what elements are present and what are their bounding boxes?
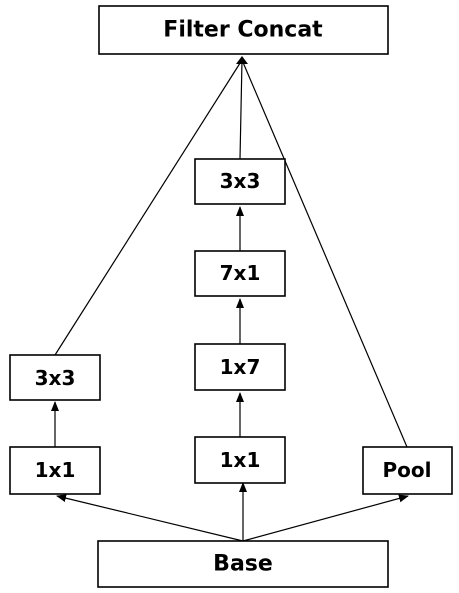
edges-layer [51, 56, 409, 542]
mid-3x3-node: 3x3 [194, 158, 286, 205]
left-1x1-node: 1x1 [9, 446, 101, 495]
mid-1x7-label: 1x7 [220, 355, 261, 379]
mid-3x3-label: 3x3 [220, 169, 261, 193]
left-3x3-node: 3x3 [9, 354, 101, 401]
edge-base-to-pool [242, 494, 409, 542]
mid-7x1-label: 7x1 [220, 261, 261, 285]
edge-mid-3x3-to-filter-concat [239, 59, 243, 160]
edge-left-3x3-to-filter-concat [54, 59, 243, 356]
filter-concat-label: Filter Concat [163, 18, 323, 43]
filter-concat-merge-arrowhead [236, 56, 248, 64]
base-node: Base [97, 540, 389, 588]
mid-7x1-node: 7x1 [194, 250, 286, 297]
mid-1x1-node: 1x1 [194, 436, 286, 484]
base-label: Base [213, 552, 273, 577]
mid-1x7-node: 1x7 [194, 343, 286, 391]
edge-pool-to-filter-concat [241, 59, 408, 448]
left-3x3-label: 3x3 [35, 366, 76, 390]
edge-base-to-left-1x1 [56, 494, 244, 542]
nodes-layer: Filter Concat 3x3 7x1 1x7 1x1 3x3 1x1 [9, 5, 453, 588]
pool-label: Pool [383, 458, 432, 482]
mid-1x1-label: 1x1 [220, 448, 261, 472]
filter-concat-node: Filter Concat [98, 5, 389, 55]
pool-node: Pool [362, 446, 453, 495]
left-1x1-label: 1x1 [35, 458, 76, 482]
